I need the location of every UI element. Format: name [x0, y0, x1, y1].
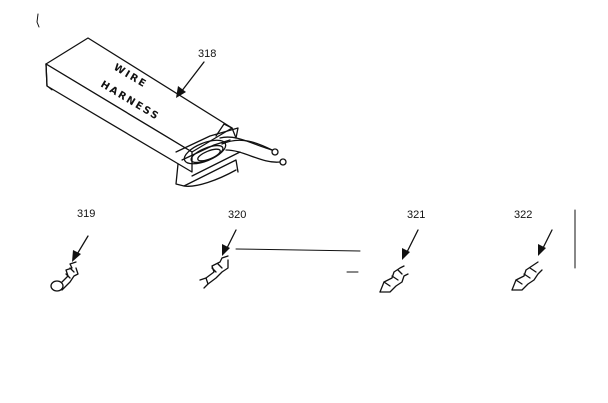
callout-319: 319 [77, 208, 95, 220]
callout-arrow-319 [72, 235, 89, 262]
scan-mark [36, 13, 40, 28]
callout-arrow-321 [402, 229, 419, 260]
callout-322: 322 [514, 209, 532, 221]
flag-terminal-icon [511, 261, 543, 291]
callout-320: 320 [228, 209, 246, 221]
callout-arrow-320 [222, 229, 237, 256]
callout-321: 321 [407, 209, 425, 221]
callout-arrow-318 [176, 61, 205, 98]
leader-line [235, 248, 361, 252]
harness-coil [175, 123, 287, 187]
wire-harness-package: WIRE HARNESS [45, 37, 287, 187]
flag-terminal-icon [379, 265, 409, 293]
ring-terminal-icon [50, 261, 79, 292]
callout-arrow-322 [538, 229, 553, 256]
hook-terminal-icon [199, 255, 229, 289]
callout-318: 318 [198, 48, 216, 60]
